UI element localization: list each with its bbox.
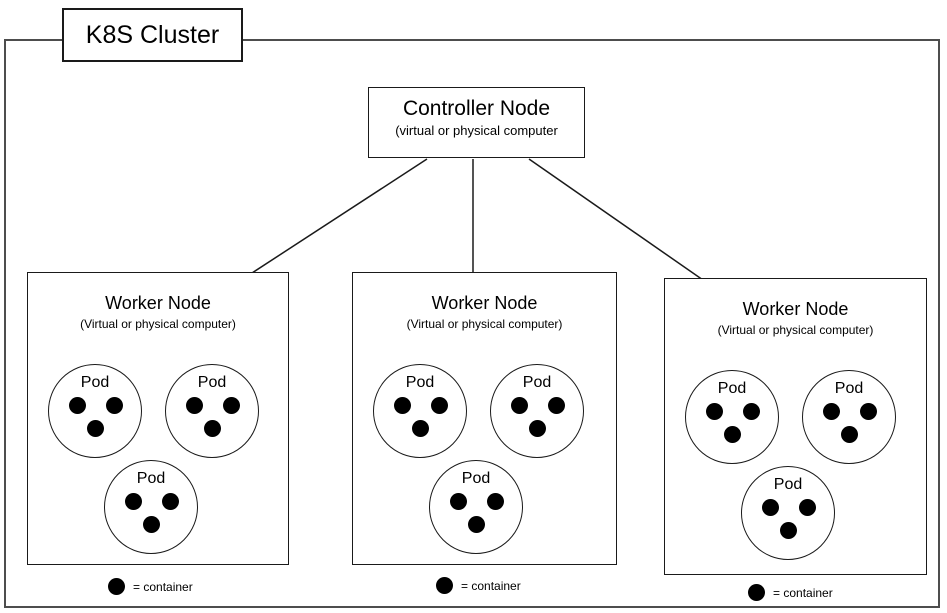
worker-node-1: Worker Node (Virtual or physical compute… — [27, 272, 289, 565]
container-icon — [762, 499, 779, 516]
controller-node-box: Controller Node (virtual or physical com… — [368, 87, 585, 158]
worker-node-title: Worker Node — [742, 299, 849, 319]
pod-circle: Pod — [104, 460, 198, 554]
pod-label: Pod — [834, 380, 864, 397]
controller-node-subtitle: (virtual or physical computer — [395, 123, 558, 138]
pod-label: Pod — [461, 470, 491, 487]
container-icon — [529, 420, 546, 437]
cluster-boundary — [4, 39, 940, 608]
container-icon — [724, 426, 741, 443]
container-icon — [860, 403, 877, 420]
pod-label: Pod — [136, 470, 166, 487]
container-icon — [87, 420, 104, 437]
container-icon — [487, 493, 504, 510]
container-icon — [841, 426, 858, 443]
container-icon — [204, 420, 221, 437]
pod-label: Pod — [773, 476, 803, 493]
container-legend: = container — [108, 578, 193, 595]
container-icon — [468, 516, 485, 533]
pod-label: Pod — [717, 380, 747, 397]
legend-label: = container — [133, 579, 193, 594]
cluster-title: K8S Cluster — [85, 20, 220, 49]
container-icon — [823, 403, 840, 420]
container-legend: = container — [436, 577, 521, 594]
worker-node-3: Worker Node (Virtual or physical compute… — [664, 278, 927, 575]
container-icon — [412, 420, 429, 437]
pod-circle: Pod — [802, 370, 896, 464]
container-icon — [799, 499, 816, 516]
worker-node-subtitle: (Virtual or physical computer) — [80, 317, 236, 331]
container-icon — [436, 577, 453, 594]
pod-circle: Pod — [429, 460, 523, 554]
legend-label: = container — [773, 585, 833, 600]
worker-node-subtitle: (Virtual or physical computer) — [406, 317, 563, 331]
container-icon — [548, 397, 565, 414]
pod-label: Pod — [197, 374, 227, 391]
pod-circle: Pod — [165, 364, 259, 458]
container-icon — [450, 493, 467, 510]
container-icon — [511, 397, 528, 414]
container-icon — [431, 397, 448, 414]
container-icon — [69, 397, 86, 414]
container-icon — [143, 516, 160, 533]
pod-circle: Pod — [48, 364, 142, 458]
pod-label: Pod — [80, 374, 110, 391]
pod-label: Pod — [522, 374, 552, 391]
pod-circle: Pod — [685, 370, 779, 464]
controller-node-title: Controller Node — [402, 97, 551, 120]
container-icon — [108, 578, 125, 595]
container-icon — [780, 522, 797, 539]
container-icon — [162, 493, 179, 510]
container-icon — [125, 493, 142, 510]
container-icon — [394, 397, 411, 414]
worker-node-title: Worker Node — [105, 293, 211, 313]
legend-label: = container — [461, 578, 521, 593]
pod-circle: Pod — [741, 466, 835, 560]
container-icon — [706, 403, 723, 420]
container-icon — [106, 397, 123, 414]
container-legend: = container — [748, 584, 833, 601]
pod-circle: Pod — [373, 364, 467, 458]
pod-circle: Pod — [490, 364, 584, 458]
pod-label: Pod — [405, 374, 435, 391]
worker-node-title: Worker Node — [431, 293, 538, 313]
worker-node-subtitle: (Virtual or physical computer) — [717, 323, 874, 337]
container-icon — [748, 584, 765, 601]
worker-node-2: Worker Node (Virtual or physical compute… — [352, 272, 617, 565]
cluster-title-box: K8S Cluster — [62, 8, 243, 62]
container-icon — [743, 403, 760, 420]
container-icon — [223, 397, 240, 414]
container-icon — [186, 397, 203, 414]
